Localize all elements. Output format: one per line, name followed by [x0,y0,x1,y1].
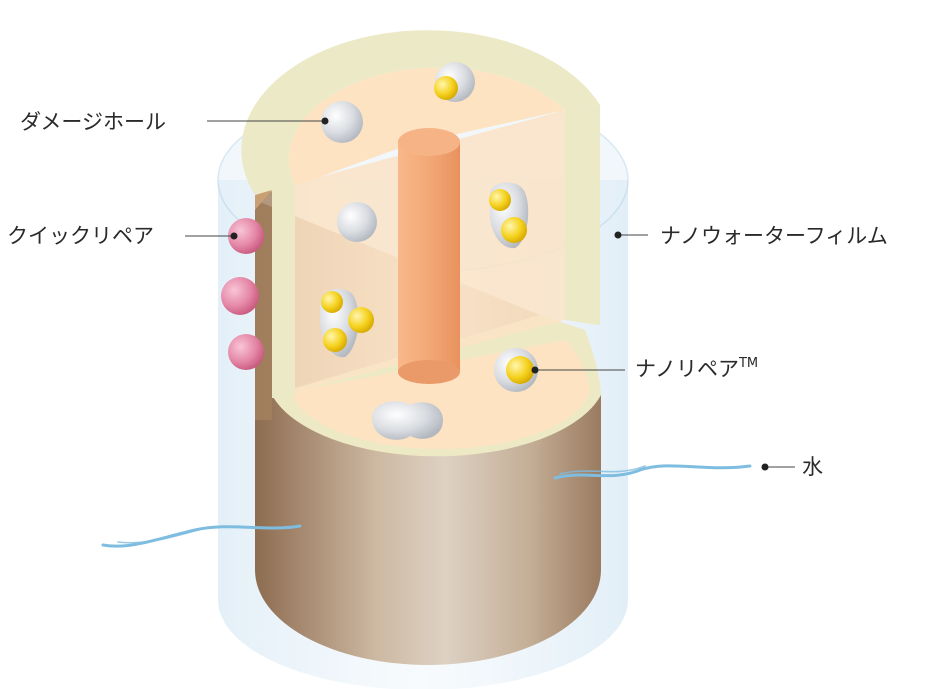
nano-repair-particle [501,217,527,243]
nano-repair-particle [489,189,511,211]
nano-repair-particles [321,76,534,384]
quick-repair-particle [228,218,264,254]
water-waves [101,464,752,548]
nano-repair-particle [323,328,347,352]
label-nano-repair: ナノリペアTM [531,356,758,381]
label-quick-repair: クイックリペア [7,224,238,248]
label-text-quick-repair: クイックリペア [7,224,154,248]
quick-repair-particle [228,334,264,370]
label-text-water: 水 [802,455,823,479]
quick-repair-particle [221,277,259,315]
label-water: 水 [761,455,823,479]
nano-repair-tm: TM [738,356,758,371]
damage-hole [321,101,363,143]
nano-repair-text: ナノリペア [635,357,739,381]
nano-repair-particle [348,307,374,333]
label-nano-water-film: ナノウォーターフィルム [614,224,888,248]
nano-repair-particle [434,76,458,100]
top-cross-section [241,30,601,210]
quick-repair-particles [221,218,264,370]
medulla-core [398,128,460,384]
label-text-nano-water-film: ナノウォーターフィルム [660,224,888,248]
nano-repair-particle [506,356,534,384]
label-damage-hole: ダメージホール [20,110,329,134]
damage-hole [372,401,443,440]
label-text-damage-hole: ダメージホール [20,110,166,134]
label-text-nano-repair: ナノリペアTM [635,356,758,381]
damage-hole [337,202,377,242]
nano-repair-particle [321,291,343,313]
